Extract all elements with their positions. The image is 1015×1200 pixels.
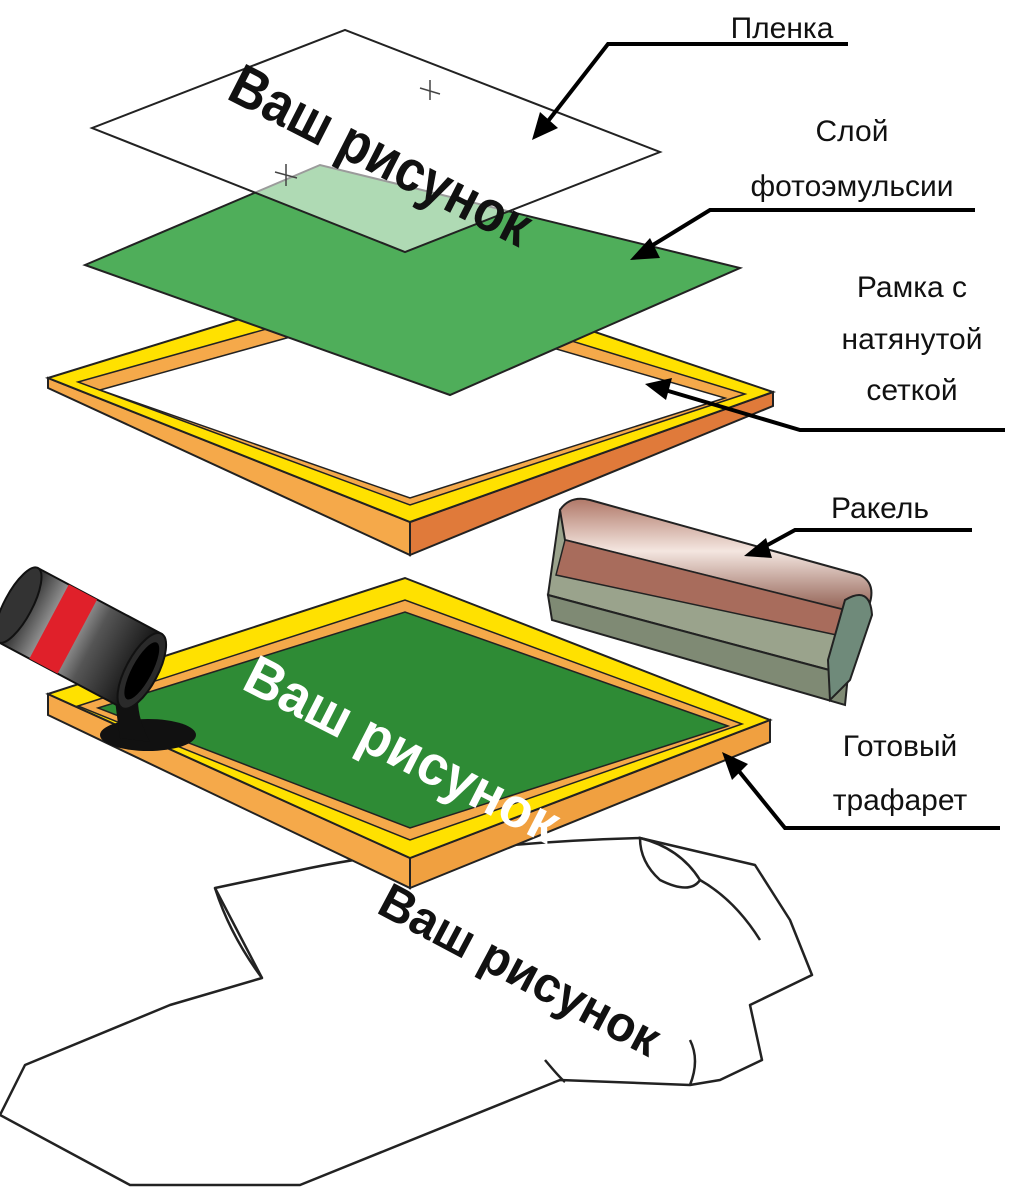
leader-arrowheads	[532, 112, 772, 780]
film-sheet-icon	[89, 28, 663, 254]
emulsion-leader	[646, 208, 975, 250]
label-stencil-line1: Готовый	[843, 730, 958, 763]
emulsion-layer-icon	[82, 163, 744, 397]
label-emulsion-line1: Слой	[816, 115, 889, 148]
ink-can-icon	[0, 566, 196, 751]
label-film: Пленка	[731, 12, 834, 45]
finished-stencil-icon	[45, 576, 773, 890]
leader-lines	[543, 42, 1005, 830]
label-emulsion-line2: фотоэмульсии	[750, 170, 953, 203]
stencil-leader	[736, 768, 1000, 830]
label-frame-line3: сеткой	[866, 374, 957, 407]
label-frame-line2: натянутой	[842, 323, 983, 356]
squeegee-icon	[546, 497, 874, 707]
squeegee-leader	[761, 528, 972, 550]
label-squeegee: Ракель	[831, 492, 929, 525]
label-frame-line1: Рамка с	[857, 271, 967, 304]
film-leader	[543, 42, 848, 127]
frame-leader	[664, 388, 1005, 432]
label-stencil-line2: трафарет	[833, 784, 968, 817]
